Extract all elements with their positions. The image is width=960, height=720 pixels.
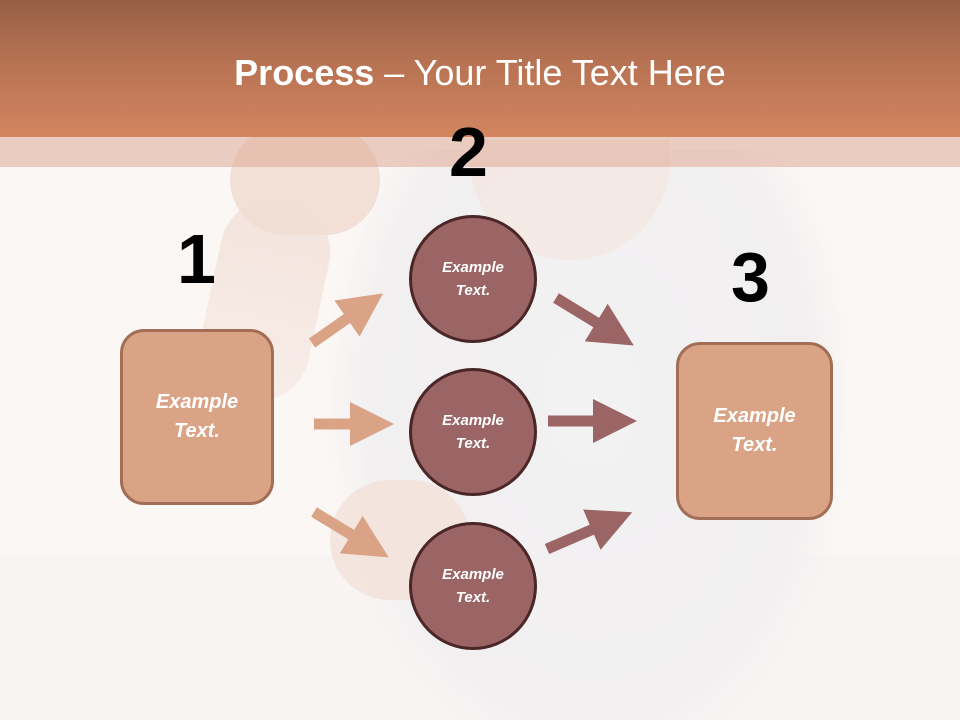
step-3-box[interactable]: Example Text. <box>676 342 833 520</box>
step-number-3: 3 <box>731 238 770 316</box>
step-3-label: Example Text. <box>713 405 796 456</box>
step-number-2: 2 <box>449 113 488 191</box>
step-1-label: Example Text. <box>155 391 239 442</box>
step-2-circle-1[interactable]: Example Text. <box>409 215 537 343</box>
title-header <box>0 0 960 137</box>
arrow-from-circle-1 <box>553 293 634 346</box>
arrow-to-circle-1 <box>308 293 384 348</box>
slide-title[interactable]: Process – Your Title Text Here <box>0 52 960 94</box>
step-2-circle-2[interactable]: Example Text. <box>409 368 537 496</box>
title-bold: Process <box>234 52 375 93</box>
step-number-1: 1 <box>177 220 216 298</box>
step-1-box[interactable]: Example Text. <box>120 329 274 505</box>
arrow-from-circle-3 <box>544 509 633 555</box>
title-rest: – Your Title Text Here <box>374 52 726 93</box>
header-band <box>0 137 960 167</box>
arrow-to-circle-3 <box>311 507 389 558</box>
step-2-circle-3[interactable]: Example Text. <box>409 522 537 650</box>
circle-3-label: Example Text. <box>442 566 504 606</box>
circle-2-label: Example Text. <box>442 412 504 452</box>
circle-1-label: Example Text. <box>442 259 504 299</box>
